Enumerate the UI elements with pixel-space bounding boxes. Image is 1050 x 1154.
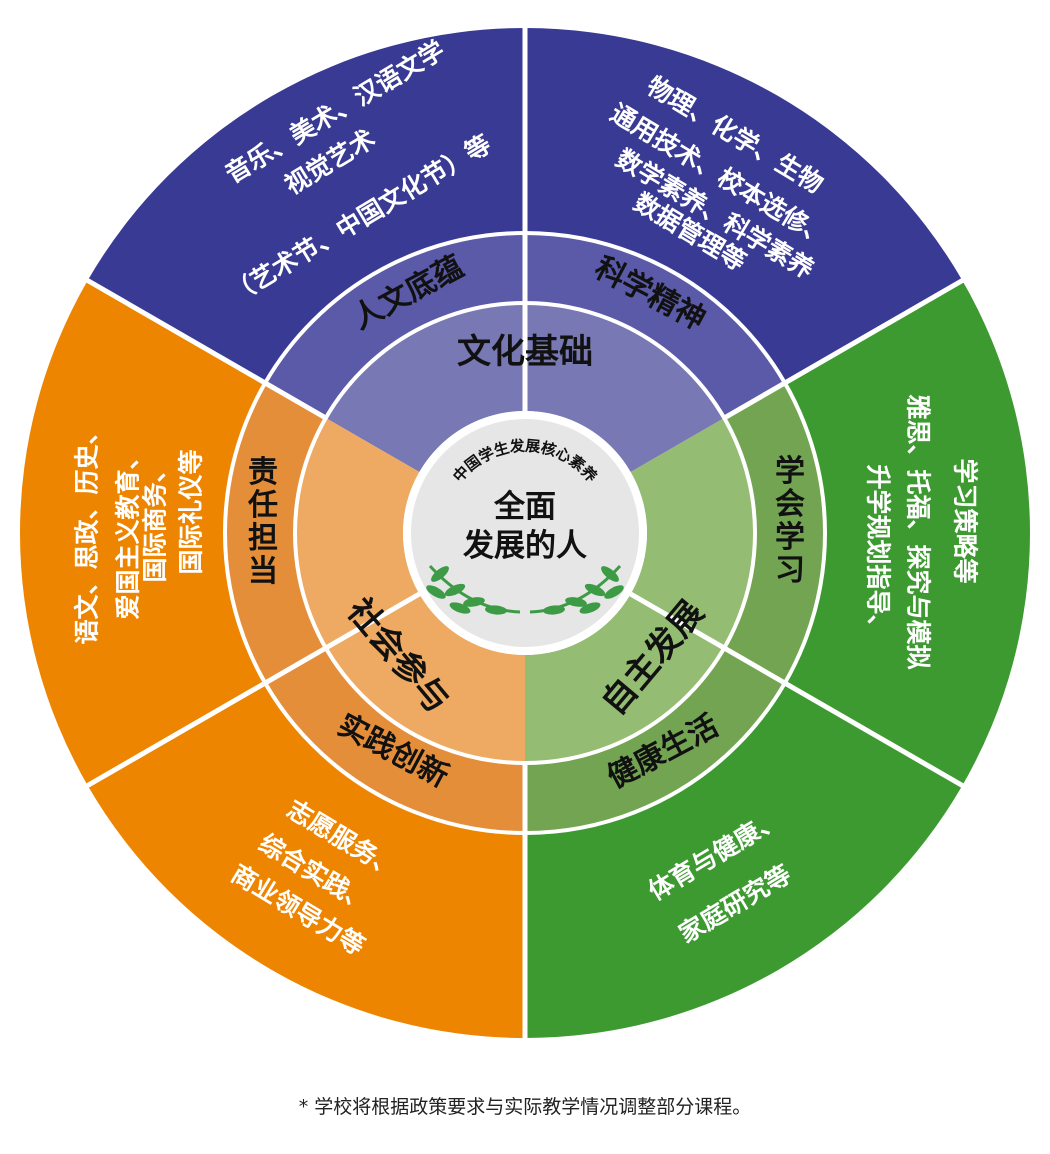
health-quality-sector [525, 648, 785, 833]
course-text-responsibility: 爱国主义教育、 [114, 444, 143, 619]
center-inner-disc [411, 419, 639, 647]
minor-divider [84, 277, 328, 421]
center-title-line-1: 全面 [493, 489, 556, 525]
svg-text:习: 习 [775, 553, 805, 588]
svg-text:担: 担 [248, 521, 278, 556]
course-text-learning: 升学规划指导、 [864, 464, 893, 639]
ring-dividers [84, 26, 966, 1040]
innovation-courses-sector [87, 683, 526, 1038]
humanities-courses-sector [87, 28, 526, 383]
ring-separator [223, 231, 827, 835]
course-ring [19, 28, 1030, 1038]
center-badge: 中国学生发展核心素养 全面 发展的人 [403, 411, 647, 655]
science-courses-sector [525, 28, 963, 383]
course-text-responsibility: 国际商务、 [141, 457, 170, 582]
dimension-label-culture: 文化基础 [457, 332, 593, 372]
learning-quality-sector [724, 383, 825, 683]
svg-text:学: 学 [775, 520, 805, 555]
course-text-learning: 雅思、托福、探究与模拟 [904, 394, 933, 669]
quality-ring [225, 233, 825, 833]
course-text-learning: 学习策略等 [951, 458, 980, 583]
learning-courses-sector [784, 280, 1030, 786]
svg-text:任: 任 [247, 488, 278, 523]
laurel-icon [426, 564, 624, 615]
svg-text:会: 会 [775, 487, 805, 522]
humanities-quality-sector [265, 233, 525, 418]
major-divider [84, 591, 421, 789]
course-text-responsibility: 语文、思政、历史、 [73, 419, 102, 644]
center-title-line-2: 发展的人 [462, 528, 587, 564]
svg-text:当: 当 [248, 554, 278, 589]
social-dimension-sector [294, 418, 525, 763]
science-quality-sector [525, 233, 785, 418]
svg-text:学: 学 [775, 454, 805, 489]
major-divider [629, 591, 966, 789]
innovation-quality-sector [265, 648, 525, 833]
svg-text:责: 责 [248, 455, 278, 490]
footnote: * 学校将根据政策要求与实际教学情况调整部分课程。 [298, 1096, 752, 1118]
responsibility-courses-sector [19, 280, 266, 786]
self-dimension-sector [525, 418, 755, 763]
responsibility-quality-sector [225, 383, 326, 683]
ring-separator [293, 301, 757, 765]
health-courses-sector [525, 683, 963, 1038]
course-text-responsibility: 国际礼仪等 [177, 449, 206, 574]
minor-divider [722, 277, 966, 421]
core-literacy-wheel-diagram: 文化基础自主发展社会参与人文底蕴科学精神学会学习健康生活实践创新责任担当音乐、美… [19, 26, 1030, 1040]
